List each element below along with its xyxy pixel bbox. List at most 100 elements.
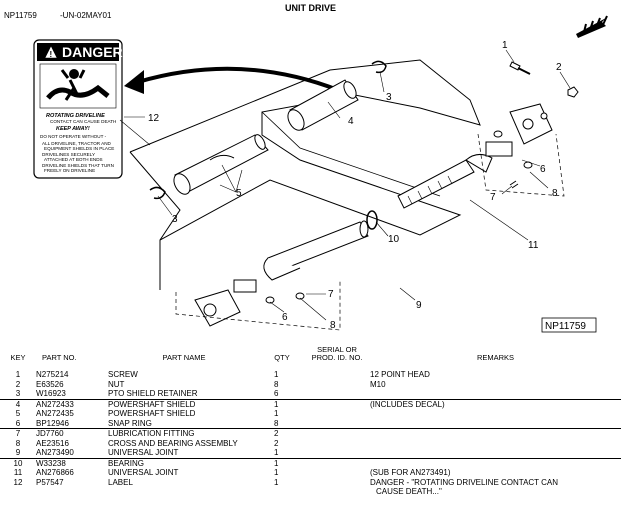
header-serial-line1: SERIAL OR [317,345,357,354]
cell-qty: 1 [260,398,304,409]
cell-serial [304,398,370,409]
callout-1: 1 [502,40,508,51]
cell-part-no: AN272435 [36,409,74,418]
cell-qty: 2 [274,438,279,448]
cell-qty: 8 [274,379,279,389]
cell-serial [304,419,370,429]
danger-label-line: DRIVELINE SHIELDS THAT TURN [42,163,114,168]
table-row: 4 AN272433 POWERSHAFT SHIELD 1 (INCLUDES… [0,398,621,409]
cell-remarks-line1: DANGER - "ROTATING DRIVELINE CONTACT CAN [370,477,559,487]
cell-part-name: PTO SHIELD RETAINER [108,389,198,398]
cell-qty: 1 [274,448,279,457]
cell-serial [304,380,370,390]
danger-label-line: ATTACHED AT BOTH ENDS [44,157,103,162]
cell-remarks [370,428,621,439]
powershaft-shield-4 [287,79,359,131]
table-row: 3 W16923 PTO SHIELD RETAINER 6 [0,389,621,399]
callout-9: 9 [416,300,422,311]
danger-label-keep-away: KEEP AWAY! [56,126,90,132]
callout-10: 10 [388,234,400,245]
cell-key: 11 [13,468,23,477]
cell-part-name: SCREW [108,370,138,379]
cell-part-no: AN272433 [36,398,108,409]
cell-qty: 2 [260,428,304,439]
cell-serial [304,448,370,458]
cell-key: 3 [15,389,21,398]
cell-serial [304,468,370,478]
cell-qty: 1 [274,468,279,477]
screw-icon [509,61,531,75]
callout-4: 4 [348,116,354,127]
cell-serial [304,370,370,380]
cell-part-no: E63526 [36,379,64,389]
callout-7b: 7 [328,289,334,300]
header-key: KEY [10,353,26,362]
cell-qty: 8 [274,418,279,428]
cell-part-no: AN273490 [36,448,74,457]
cell-serial [304,457,370,468]
page-title: UNIT DRIVE [285,3,337,13]
cell-part-name: LABEL [108,477,133,487]
curved-arrow-icon [124,66,339,94]
powershaft-shield-5 [173,134,269,195]
cell-key: 4 [0,398,36,409]
danger-label-subtitle: ROTATING DRIVELINE [46,113,105,119]
cell-serial [304,478,370,497]
table-row: 10 W33238 BEARING 1 [0,457,621,468]
header-qty: QTY [274,353,290,362]
cell-part-name: POWERSHAFT SHIELD [108,398,260,409]
danger-label-illustration: ! DANGER ROTATING DRIVELINE CONTACT CAN … [33,39,123,179]
header-serial-line2: PROD. ID. NO. [311,353,363,362]
figure-id-box [541,317,597,333]
cell-qty: 6 [274,389,279,398]
table-row: 5 AN272435 POWERSHAFT SHIELD 1 [0,409,621,419]
callout-3b: 3 [172,214,178,225]
cell-qty: 1 [274,370,279,379]
cell-key: 9 [15,448,21,457]
cell-part-no: AN276866 [36,468,74,477]
callout-8b: 8 [330,320,336,331]
cell-part-name: UNIVERSAL JOINT [108,448,179,457]
callout-6b: 6 [282,312,288,323]
direction-arrow-icon [576,15,608,38]
cell-remarks [370,457,621,468]
document-id: NP11759 [4,11,37,20]
universal-joint-11 [397,103,553,209]
cell-key: 8 [15,438,21,448]
svg-text:!: ! [50,50,53,59]
table-row: 11 AN276866 UNIVERSAL JOINT 1 (SUB FOR A… [0,468,621,478]
cell-qty: 1 [274,477,279,487]
cell-key: 10 [0,457,36,468]
cell-part-no: W33238 [36,457,108,468]
cell-key: 5 [15,409,21,418]
danger-label-line: EQUIPMENT SHIELDS IN PLACE [44,146,114,151]
table-row: 6 BP12946 SNAP RING 8 [0,419,621,429]
callout-3: 3 [386,92,392,103]
table-row: 7 JD7760 LUBRICATION FITTING 2 [0,428,621,439]
callout-7: 7 [490,192,496,203]
document-date: -UN-02MAY01 [60,11,112,20]
cell-serial [304,389,370,399]
header-part-name: PART NAME [162,353,206,362]
cell-part-no: P57547 [36,477,64,487]
table-row: 1 N275214 SCREW 1 12 POINT HEAD [0,370,621,380]
table-row: 9 AN273490 UNIVERSAL JOINT 1 [0,448,621,458]
cell-part-no: N275214 [36,370,69,379]
cell-serial [304,439,370,449]
table-row: 2 E63526 NUT 8 M10 [0,380,621,390]
cell-part-name: LUBRICATION FITTING [108,428,260,439]
cell-remarks: 12 POINT HEAD [370,370,430,379]
cell-part-no: BP12946 [36,418,69,428]
callout-11: 11 [528,240,539,251]
cell-remarks: (INCLUDES DECAL) [370,398,621,409]
header-part-no: PART NO. [42,353,77,362]
cell-key: 1 [15,370,21,379]
callout-8: 8 [552,188,558,199]
callout-6: 6 [540,164,546,175]
cell-key: 12 [13,477,23,487]
exploded-parts-diagram: ! DANGER ROTATING DRIVELINE CONTACT CAN … [33,15,608,333]
callout-2: 2 [556,62,562,73]
cell-remarks [370,448,621,458]
